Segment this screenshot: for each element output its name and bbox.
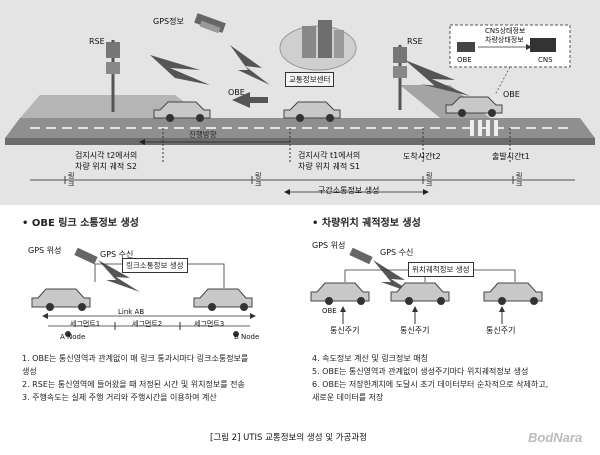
- right-obe-label: OBE: [322, 307, 337, 315]
- right-section-title: • 차량위치 궤적정보 생성: [312, 218, 421, 229]
- left-notes: 1. OBE는 통신영역과 관계없이 매 링크 통과시마다 링크소통정보를 생성…: [22, 354, 249, 402]
- gps-satellite-icon: [349, 247, 373, 265]
- cycle-label-2: 통신주기: [400, 326, 430, 335]
- car-icon: [445, 96, 503, 117]
- obe-device-icon: [457, 42, 475, 52]
- car-icon: [283, 101, 341, 122]
- obe-device-label: OBE: [457, 56, 472, 64]
- direction-label: 진행방향: [189, 130, 217, 139]
- segment-1-label: 세그먼트1: [70, 320, 101, 328]
- left-gps-rx-label: GPS 수신: [100, 250, 134, 259]
- segment-2-label: 세그먼트2: [132, 320, 163, 328]
- right-notes: 4. 속도정보 계산 및 링크정보 매칭 5. OBE는 통신영역과 관계없이 …: [312, 354, 549, 402]
- obe-right-label: OBE: [503, 90, 520, 99]
- signal-bolt-icon: [230, 45, 270, 85]
- watermark-logo: BodNara: [528, 430, 583, 445]
- figure-caption: [그림 2] UTIS 교통정보의 생성 및 가공과정: [210, 433, 368, 443]
- traj-gen-box: 위치궤적정보 생성: [408, 262, 474, 277]
- arrive-time-label: 도착시간t2: [403, 152, 441, 161]
- rse-left-label: RSE: [89, 37, 105, 46]
- cns-status-label: CNS상태정보: [485, 27, 526, 35]
- traffic-center-building-icon: [279, 20, 357, 71]
- cycle-label-1: 통신주기: [330, 326, 360, 335]
- rse-tower-right: [393, 45, 407, 110]
- cns-device-icon: [530, 38, 556, 52]
- signal-bolt-icon: [405, 60, 470, 96]
- b-node-label: B Node: [234, 333, 260, 341]
- gps-satellite-icon: [194, 13, 226, 34]
- car-icon: [310, 282, 370, 305]
- arrow-left-icon: [232, 92, 268, 108]
- pos-s1-line2: 차량 위치 궤적 S1: [298, 162, 360, 171]
- b-node-marker: [233, 331, 239, 337]
- top-scene: [0, 0, 600, 205]
- car-icon: [483, 282, 543, 305]
- left-gps-sat-label: GPS 위성: [28, 246, 62, 255]
- car-icon: [193, 288, 253, 311]
- section-info-label: 구간소통정보 생성: [318, 186, 380, 195]
- right-gps-rx-label: GPS 수신: [380, 248, 414, 257]
- left-diagram: [31, 247, 256, 337]
- right-gps-sat-label: GPS 위성: [312, 241, 346, 250]
- car-icon: [31, 288, 91, 311]
- segment-3-label: 세그먼트3: [194, 320, 225, 328]
- rse-tower-left: [106, 40, 120, 112]
- a-node-marker: [65, 331, 71, 337]
- obe-road-label: OBE: [228, 88, 245, 97]
- signal-bolt-icon: [98, 260, 140, 292]
- signal-bolt-icon: [373, 260, 415, 294]
- cns-device-label: CNS: [538, 56, 553, 64]
- link-gen-box: 링크소통정보 생성: [122, 258, 188, 273]
- car-icon: [153, 101, 211, 122]
- depart-time-label: 출발시간t1: [492, 152, 530, 161]
- rse-right-label: RSE: [407, 37, 423, 46]
- link-ab-label: Link AB: [118, 308, 145, 316]
- cycle-label-3: 통신주기: [486, 326, 516, 335]
- pos-s1-line1: 검지시각 t1에서의: [298, 151, 361, 160]
- traffic-center-label: 교통정보센터: [285, 72, 335, 87]
- vehicle-status-label: 차량상태정보: [485, 36, 524, 44]
- right-diagram: [310, 247, 543, 324]
- gps-satellite-icon: [74, 247, 98, 265]
- left-section-title: • OBE 링크 소통정보 생성: [22, 218, 139, 229]
- a-node-label: A Node: [60, 333, 86, 341]
- pos-s2-line1: 검지시각 t2에서의: [75, 151, 138, 160]
- pos-s2-line2: 차량 위치 궤적 S2: [75, 162, 137, 171]
- signal-bolt-icon: [150, 55, 210, 85]
- car-icon: [390, 282, 450, 305]
- gps-info-label: GPS정보: [153, 17, 184, 26]
